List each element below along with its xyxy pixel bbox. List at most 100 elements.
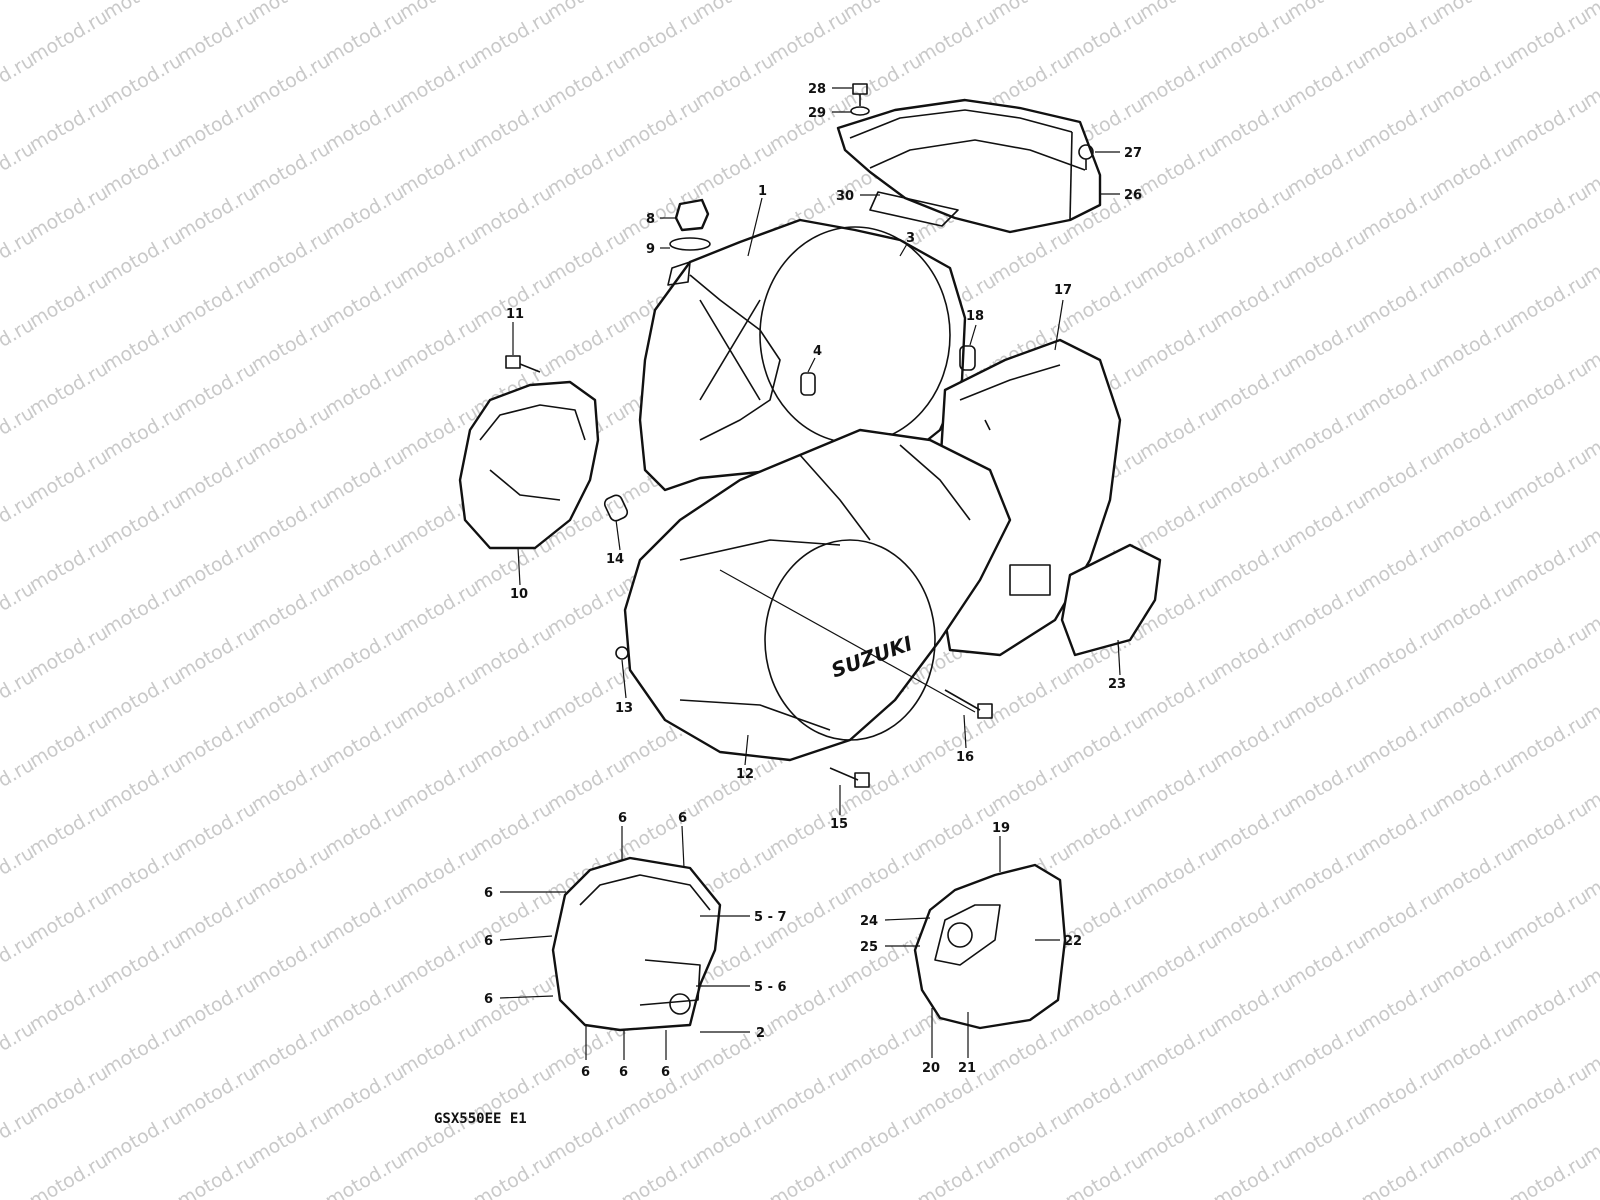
watermark-text: motod.ru xyxy=(1062,798,1148,861)
watermark-text: motod.ru xyxy=(1506,534,1592,597)
watermark-text: motod.ru xyxy=(1210,182,1296,245)
watermark-text: motod.ru xyxy=(322,1150,408,1200)
watermark-text: motod.ru xyxy=(618,1150,704,1200)
side-cover-10 xyxy=(458,380,600,550)
dowel-pin-14 xyxy=(603,494,629,522)
watermark-text: motod.ru xyxy=(840,1018,926,1081)
watermark-text: motod.ru xyxy=(0,754,38,817)
callout-6-top-left: 6 xyxy=(618,811,627,826)
watermark-text: motod.ru xyxy=(1210,270,1296,333)
watermark-text: motod.ru xyxy=(988,754,1074,817)
callout-28: 28 xyxy=(808,82,826,97)
crankcase-cover-1 xyxy=(638,218,967,492)
watermark-text: motod.ru xyxy=(1062,710,1148,773)
callout-6-top-right: 6 xyxy=(678,811,687,826)
watermark-text: motod.ru xyxy=(1506,6,1592,69)
callout-16: 16 xyxy=(956,750,974,765)
watermark-text: motod.ru xyxy=(174,886,260,949)
watermark-text: motod.ru xyxy=(1136,1018,1222,1081)
watermark-text: motod.ru xyxy=(1506,798,1592,861)
watermark-text: motod.ru xyxy=(322,358,408,421)
watermark-text: motod.ru xyxy=(1506,358,1592,421)
watermark-text: motod.ru xyxy=(1284,754,1370,817)
watermark-text: motod.ru xyxy=(248,226,334,289)
watermark-text: motod.ru xyxy=(1136,314,1222,377)
callout-1: 1 xyxy=(758,184,767,199)
watermark-text: motod.ru xyxy=(248,0,334,24)
watermark-text: motod.ru xyxy=(100,1106,186,1169)
watermark-text: motod.ru xyxy=(766,94,852,157)
watermark-text: motod.ru xyxy=(1062,1062,1148,1125)
watermark-text: motod.ru xyxy=(1358,534,1444,597)
watermark-text: motod.ru xyxy=(1284,1018,1370,1081)
watermark-text: motod.ru xyxy=(1432,402,1518,465)
generator-cover-12 xyxy=(623,428,1012,762)
watermark-text: motod.ru xyxy=(766,1150,852,1200)
watermark-text: motod.ru xyxy=(1210,886,1296,949)
watermark-text: motod.ru xyxy=(840,930,926,993)
watermark-text: motod.ru xyxy=(544,0,630,24)
watermark-text: motod.ru xyxy=(1284,314,1370,377)
watermark-text: motod.ru xyxy=(1506,270,1592,333)
watermark-text: motod.ru xyxy=(174,798,260,861)
watermark-text: motod.ru xyxy=(470,1150,556,1200)
watermark-text: motod.ru xyxy=(1358,94,1444,157)
watermark-text: motod.ru xyxy=(322,710,408,773)
watermark-text: motod.ru xyxy=(544,1106,630,1169)
watermark-text: motod.ru xyxy=(1358,182,1444,245)
watermark-text: motod.ru xyxy=(692,50,778,113)
watermark-text: motod.ru xyxy=(1432,842,1518,905)
callout-30: 30 xyxy=(836,189,854,204)
callout-9: 9 xyxy=(646,242,655,257)
watermark-text: motod.ru xyxy=(100,50,186,113)
watermark-text: motod.ru xyxy=(396,666,482,729)
bolt-28 xyxy=(852,83,868,106)
washer-29 xyxy=(850,106,870,116)
watermark-text: motod.ru xyxy=(174,1062,260,1125)
watermark-text: motod.ru xyxy=(1284,930,1370,993)
watermark-text: motod.ru xyxy=(1432,1018,1518,1081)
watermark-text: motod.ru xyxy=(1284,402,1370,465)
watermark-text: motod.ru xyxy=(840,0,926,24)
watermark-text: motod.ru xyxy=(322,446,408,509)
watermark-text: motod.ru xyxy=(1358,974,1444,1037)
watermark-text: motod.ru xyxy=(766,1062,852,1125)
callout-4: 4 xyxy=(813,344,822,359)
watermark-text: motod.ru xyxy=(174,94,260,157)
callout-5-7: 5 - 7 xyxy=(754,910,787,925)
watermark-text: motod.ru xyxy=(544,578,630,641)
leader-lines xyxy=(499,87,1121,1060)
watermark-text: motod.ru xyxy=(1136,0,1222,24)
watermark-text: motod.ru xyxy=(248,578,334,641)
watermark-text: motod.ru xyxy=(396,138,482,201)
bolt-15 xyxy=(829,767,870,788)
callout-26: 26 xyxy=(1124,188,1142,203)
watermark-text: motod.ru xyxy=(0,402,38,465)
watermark-text: motod.ru xyxy=(1432,138,1518,201)
watermark-text: motod.ru xyxy=(692,0,778,24)
callout-20: 20 xyxy=(922,1061,940,1076)
watermark-text: motod.ru xyxy=(248,314,334,377)
watermark-text: motod.ru xyxy=(26,1150,112,1200)
watermark-text: motod.ru xyxy=(1358,798,1444,861)
watermark-text: motod.ru xyxy=(766,6,852,69)
watermark-text: motod.ru xyxy=(1432,666,1518,729)
gasket-30 xyxy=(869,191,959,227)
watermark-text: motod.ru xyxy=(470,974,556,1037)
watermark-text: motod.ru xyxy=(1210,974,1296,1037)
watermark-text: motod.ru xyxy=(1210,94,1296,157)
watermark-text: motod.ru xyxy=(26,798,112,861)
watermark-text: motod.ru xyxy=(26,270,112,333)
callout-6-left-upper: 6 xyxy=(484,886,493,901)
callout-12: 12 xyxy=(736,767,754,782)
watermark-text: motod.ru xyxy=(100,0,186,24)
callout-8: 8 xyxy=(646,212,655,227)
bolt-27 xyxy=(1078,144,1094,170)
callout-3: 3 xyxy=(906,231,915,246)
watermark-text: motod.ru xyxy=(26,886,112,949)
callout-6-bottom-left: 6 xyxy=(581,1065,590,1080)
watermark-text: motod.ru xyxy=(1506,710,1592,773)
o-ring-9 xyxy=(669,237,711,251)
watermark-text: motod.ru xyxy=(0,1018,38,1081)
watermark-text: motod.ru xyxy=(322,886,408,949)
